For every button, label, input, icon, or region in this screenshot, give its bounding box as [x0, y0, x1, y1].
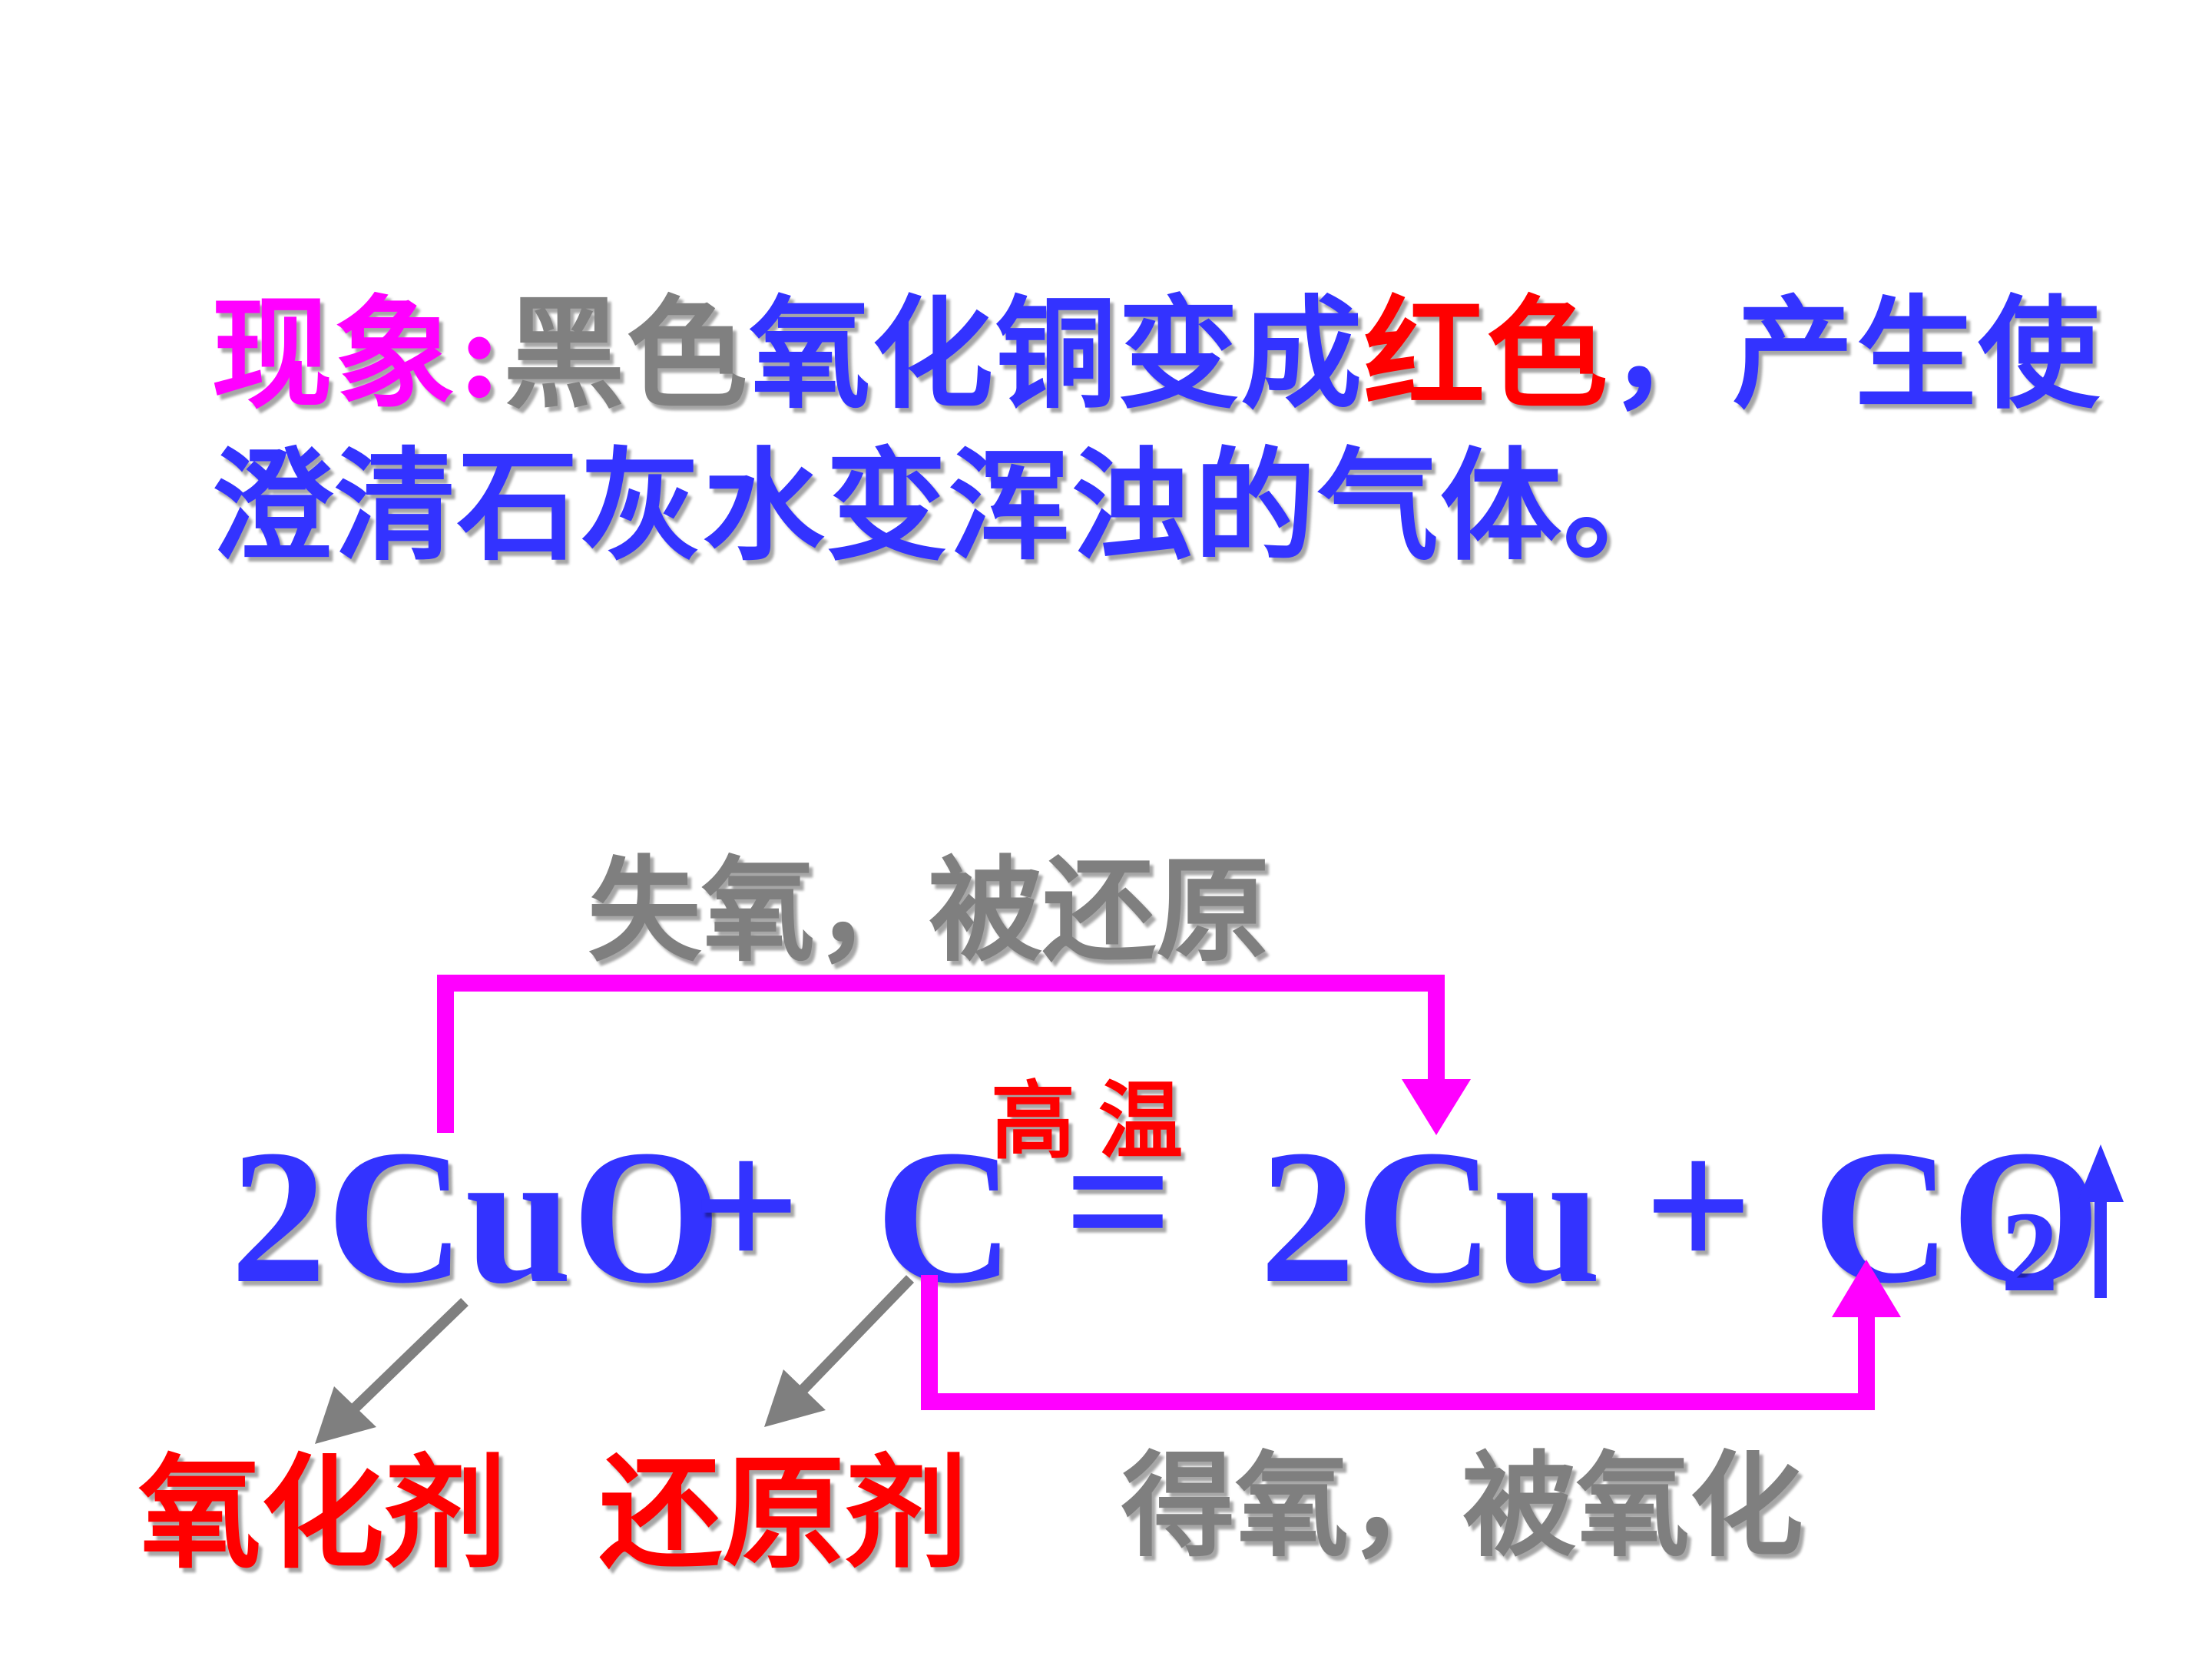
- gas-up-arrow-icon: [2078, 1144, 2124, 1298]
- product-cu: 2Cu: [1260, 1111, 1601, 1323]
- phenomenon-label: 现象:: [211, 283, 504, 426]
- plus-sign-2: +: [1644, 1099, 1753, 1312]
- oxidant-label: 氧化剂: [138, 1441, 508, 1585]
- gain-oxygen-label: 得氧，被氧化: [1121, 1439, 1803, 1572]
- reductant-pointer: [764, 1275, 915, 1427]
- phenomenon-line-1: 现象:黑色氧化铜变成红色，产生使: [211, 278, 2101, 432]
- oxidation-arrowhead: [1832, 1260, 1901, 1317]
- phenomenon-line-2: 澄清石灰水变浑浊的气体。: [211, 435, 1686, 578]
- equals-sign: =: [1064, 1095, 1174, 1308]
- plus-sign-1: +: [691, 1099, 801, 1312]
- reactant-cuo: 2CuO: [230, 1111, 722, 1323]
- reaction-condition: 高温: [991, 1071, 1206, 1171]
- oxidation-bracket: [921, 1260, 1901, 1410]
- copper-oxide-text: 氧化铜变成: [749, 283, 1364, 426]
- reductant-label: 还原剂: [599, 1441, 969, 1585]
- reduction-bracket: [437, 975, 1471, 1135]
- co2-subscript: 2: [2001, 1188, 2058, 1316]
- produces-text: ，产生使: [1609, 283, 2101, 426]
- lose-oxygen-label: 失氧，被还原: [588, 843, 1270, 977]
- black-color-text: 黑色: [503, 283, 750, 426]
- reduction-arrowhead: [1402, 1079, 1471, 1135]
- red-color-text: 红色: [1363, 283, 1610, 426]
- oxidant-pointer: [315, 1297, 469, 1444]
- reactant-carbon: C: [876, 1111, 1015, 1323]
